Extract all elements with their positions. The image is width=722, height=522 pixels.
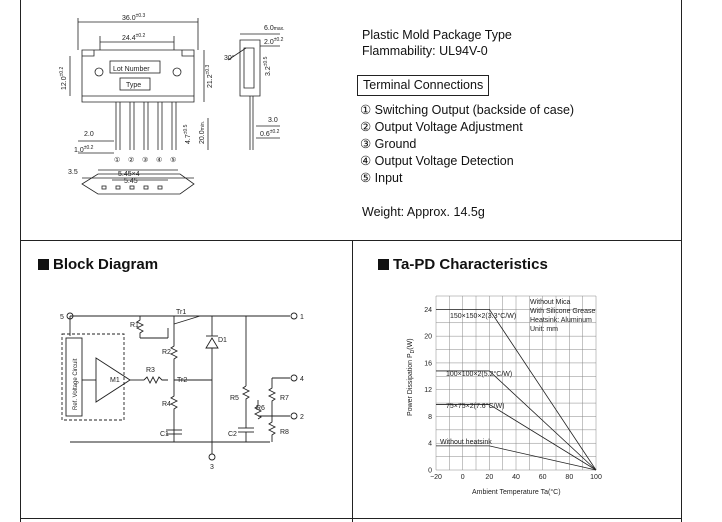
frame-bottom [20, 518, 682, 519]
svg-text:④: ④ [156, 156, 162, 164]
svg-text:5: 5 [60, 314, 64, 321]
svg-text:36.0±0.3: 36.0±0.3 [122, 13, 146, 22]
series-line [436, 308, 597, 471]
x-tick-label: 80 [565, 474, 573, 481]
x-tick-label: 0 [461, 474, 465, 481]
terminal-item: ① Switching Output (backside of case) [360, 103, 575, 117]
x-tick-label: 40 [512, 474, 520, 481]
svg-text:Heatsink: Aluminum: Heatsink: Aluminum [530, 317, 592, 324]
svg-text:Tr1: Tr1 [176, 309, 186, 316]
series-line [436, 370, 597, 471]
terminal-list: ① Switching Output (backside of case) ② … [360, 102, 574, 187]
svg-text:3.2±0.5: 3.2±0.5 [263, 56, 272, 76]
flammability-text: Flammability: UL94V-0 [362, 44, 488, 58]
svg-text:1.0±0.2: 1.0±0.2 [74, 145, 94, 154]
svg-text:Type: Type [126, 82, 141, 89]
package-type-text: Plastic Mold Package Type [362, 28, 512, 42]
tapd-ylabel: Power Dissipation P [407, 353, 414, 416]
svg-text:12.0±0.2: 12.0±0.2 [59, 66, 68, 90]
svg-text:30°: 30° [224, 54, 235, 62]
svg-text:5.45: 5.45 [124, 178, 138, 185]
svg-text:1: 1 [300, 314, 304, 321]
svg-text:0.6±0.2: 0.6±0.2 [260, 129, 280, 138]
svg-text:R3: R3 [146, 367, 155, 374]
svg-text:Ref. Voltage Circuit: Ref. Voltage Circuit [73, 358, 79, 410]
svg-text:6.0max.: 6.0max. [264, 25, 285, 32]
terminal-heading: Terminal Connections [357, 75, 490, 96]
svg-text:Tr2: Tr2 [177, 377, 187, 384]
svg-text:24.4±0.2: 24.4±0.2 [122, 33, 146, 42]
weight-text: Weight: Approx. 14.5g [362, 205, 485, 219]
svg-text:R6: R6 [256, 405, 265, 412]
svg-text:R8: R8 [280, 429, 289, 436]
y-tick-label: 16 [424, 360, 432, 367]
x-tick-label: 100 [590, 474, 602, 481]
svg-text:5.45×4: 5.45×4 [118, 171, 140, 178]
series-label: Without heatsink [440, 439, 492, 446]
svg-text:3.5: 3.5 [68, 169, 78, 176]
y-tick-label: 8 [428, 414, 432, 421]
y-tick-label: 12 [424, 387, 432, 394]
terminal-item: ⑤ Input [360, 171, 403, 185]
svg-text:D1: D1 [218, 337, 227, 344]
frame-right [681, 0, 682, 522]
series-label: 100×100×2(5.2°C/W) [446, 370, 512, 378]
y-tick-label: 24 [424, 307, 432, 314]
svg-text:Without Mica: Without Mica [530, 299, 571, 306]
series-line [436, 404, 597, 471]
svg-text:C2: C2 [228, 431, 237, 438]
svg-text:③: ③ [142, 156, 148, 164]
block-diagram-title: Block Diagram [38, 256, 158, 274]
tapd-chart: Power Dissipation PD(W) Ambient Temperat… [407, 295, 602, 496]
x-tick-label: 20 [485, 474, 493, 481]
svg-text:R2: R2 [162, 349, 171, 356]
svg-text:M1: M1 [110, 377, 120, 384]
series-label: 150×150×2(3.3°C/W) [450, 312, 516, 320]
square-bullet-icon [378, 259, 389, 270]
svg-text:Unit: mm: Unit: mm [530, 326, 558, 333]
svg-text:R7: R7 [280, 395, 289, 402]
svg-text:3.0: 3.0 [268, 117, 278, 124]
frame-divider [20, 240, 682, 241]
x-tick-label: 60 [539, 474, 547, 481]
series-line [436, 445, 597, 471]
y-tick-label: 4 [428, 441, 432, 448]
svg-text:Power Dissipation PD(W): Power Dissipation PD(W) [407, 338, 416, 416]
svg-text:②: ② [128, 156, 134, 164]
terminal-item: ④ Output Voltage Detection [360, 154, 514, 168]
square-bullet-icon [38, 259, 49, 270]
tapd-title: Ta-PD Characteristics [378, 256, 548, 274]
svg-text:2.0: 2.0 [84, 131, 94, 138]
svg-text:Lot Number: Lot Number [113, 66, 150, 73]
tapd-xlabel: Ambient Temperature Ta(°C) [472, 488, 561, 496]
y-tick-label: 0 [428, 468, 432, 475]
svg-text:R1: R1 [130, 322, 139, 329]
package-drawing: 36.0±0.3 24.4±0.2 12.0±0.2 21.2±0.3 6.0m… [59, 13, 285, 195]
y-tick-label: 20 [424, 334, 432, 341]
svg-text:C1: C1 [160, 431, 169, 438]
svg-text:20.0min.: 20.0min. [199, 121, 206, 144]
svg-text:3: 3 [210, 464, 214, 471]
svg-text:4.7±0.5: 4.7±0.5 [183, 124, 192, 144]
svg-text:4: 4 [300, 376, 304, 383]
series-label: 75×75×2(7.6°C/W) [446, 402, 504, 410]
svg-text:21.2±0.3: 21.2±0.3 [205, 64, 214, 88]
frame-middle [352, 240, 353, 522]
x-tick-label: −20 [430, 474, 442, 481]
svg-text:R4: R4 [162, 401, 171, 408]
svg-text:①: ① [114, 156, 120, 164]
svg-text:⑤: ⑤ [170, 156, 176, 164]
block-diagram: 5 1 4 2 3 R1 Tr1 D1 R2 R3 Tr2 M1 R4 R5 R… [60, 309, 304, 471]
svg-text:R5: R5 [230, 395, 239, 402]
svg-text:With Silicone Grease: With Silicone Grease [530, 308, 595, 315]
svg-text:2.0±0.2: 2.0±0.2 [264, 37, 284, 46]
terminal-item: ② Output Voltage Adjustment [360, 120, 523, 134]
terminal-item: ③ Ground [360, 137, 417, 151]
svg-text:2: 2 [300, 414, 304, 421]
frame-left [20, 0, 21, 522]
